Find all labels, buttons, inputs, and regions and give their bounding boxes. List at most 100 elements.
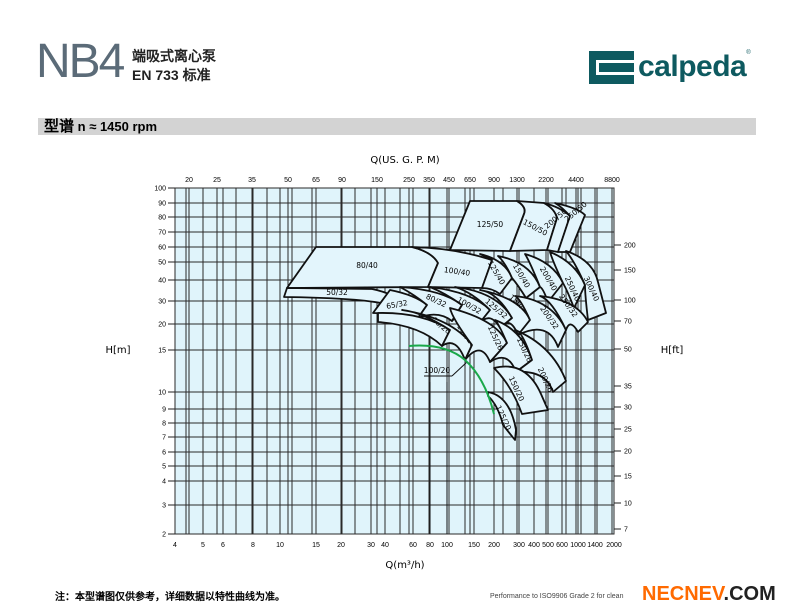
y-right-tick-label: 35 [624,384,632,391]
pump-region [524,253,564,303]
y-tick-label: 50 [158,260,166,267]
y-tick-label: 4 [162,479,166,486]
x-top-tick-label: 20 [185,177,193,184]
y-right-tick-label: 25 [624,427,632,434]
pump-region [514,295,567,348]
x-label: Q(m³/h) [385,560,424,571]
pump-region [565,250,607,321]
y-right-tick-label: 100 [624,298,636,305]
watermark-a: NECNEV [642,583,724,605]
y-tick-label: 30 [158,299,166,306]
x-top-tick-label: 25 [213,177,221,184]
x-tick-label: 30 [367,542,375,549]
pump-type: 端吸式离心泵 [132,48,216,64]
x-tick-label: 400 [528,542,540,549]
watermark-b: .COM [723,583,776,605]
x-top-tick-label: 35 [248,177,256,184]
x-top-tick-label: 900 [488,177,500,184]
region-label: 65/32 [385,298,408,311]
y-right-tick-label: 30 [624,405,632,412]
x-tick-label: 40 [381,542,389,549]
region-label: 100/20 [424,366,451,375]
x-tick-label: 10 [276,542,284,549]
region-label: 125/50 [477,220,504,229]
section-title: 型谱 [44,118,75,135]
registered-mark: ® [746,50,751,56]
y-tick-label: 15 [158,348,166,355]
y-tick-label: 6 [162,450,166,457]
y-tick-label: 5 [162,464,166,471]
x-tick-label: 300 [513,542,525,549]
pump-region [543,202,571,253]
y-right-tick-label: 70 [624,319,632,326]
y-right-tick-label: 20 [624,449,632,456]
x-tick-label: 2000 [606,542,622,549]
x-tick-label: 1000 [570,542,586,549]
y-tick-label: 90 [158,201,166,208]
x-top-tick-label: 250 [403,177,415,184]
x-tick-label: 150 [468,542,480,549]
pump-region [449,307,508,363]
x-tick-label: 8 [251,542,255,549]
y-right-tick-label: 7 [624,527,628,534]
region-label: 80/40 [356,261,378,270]
x-top-tick-label: 450 [443,177,455,184]
pump-region [539,295,589,333]
pump-region [549,251,586,309]
calpeda-logo: calpeda ® [589,50,751,84]
y-tick-label: 100 [154,186,166,193]
x-top-tick-label: 50 [284,177,292,184]
x-top-tick-label: 8800 [604,177,620,184]
logo-text: calpeda [638,50,747,83]
x-top-tick-label: 150 [371,177,383,184]
pump-region [479,253,513,295]
y-tick-label: 7 [162,435,166,442]
x-top-tick-label: 1300 [509,177,525,184]
section-bar: 型谱 n ≈ 1450 rpm [38,118,756,135]
highlight-curve-100-20 [408,344,495,415]
pump-region [479,289,531,336]
y-tick-label: 80 [158,215,166,222]
pump-region [493,365,549,415]
x-tick-label: 60 [409,542,417,549]
speed: n ≈ 1450 rpm [77,119,158,134]
x-top-label: Q(US. G. P. M) [370,155,439,166]
x-tick-label: 80 [426,542,434,549]
x-tick-label: 5 [201,542,205,549]
pump-region [554,202,586,253]
y-tick-label: 40 [158,278,166,285]
x-tick-label: 1400 [587,542,603,549]
y-label: H[m] [105,345,130,356]
x-tick-label: 500 [542,542,554,549]
logo-mark-icon [589,50,634,84]
pump-region [399,286,463,322]
y-tick-label: 2 [162,532,166,539]
footnote: 注：本型谱图仅供参考，详细数据以特性曲线为准。 [55,592,285,603]
y-tick-label: 9 [162,407,166,414]
performance-note: Performance to ISO9906 Grade 2 for clean [490,593,624,600]
pump-region [489,319,533,373]
x-tick-label: 100 [441,542,453,549]
pump-region [487,391,517,441]
leader-line [451,361,468,377]
pump-region [514,329,567,393]
y-tick-label: 10 [158,390,166,397]
standard: EN 733 标准 [132,67,211,83]
pump-region [454,286,513,329]
y-tick-label: 3 [162,503,166,510]
x-tick-label: 15 [312,542,320,549]
x-top-tick-label: 90 [338,177,346,184]
y-right-tick-label: 15 [624,474,632,481]
x-top-tick-label: 350 [423,177,435,184]
y-tick-label: 70 [158,230,166,237]
x-tick-label: 600 [556,542,568,549]
pump-region [497,255,541,299]
y-right-tick-label: 10 [624,501,632,508]
x-tick-label: 200 [488,542,500,549]
region-label: 100/40 [443,265,471,278]
model-name: NB4 [36,35,125,88]
x-tick-label: 4 [173,542,177,549]
region-label: 50/32 [326,288,348,297]
